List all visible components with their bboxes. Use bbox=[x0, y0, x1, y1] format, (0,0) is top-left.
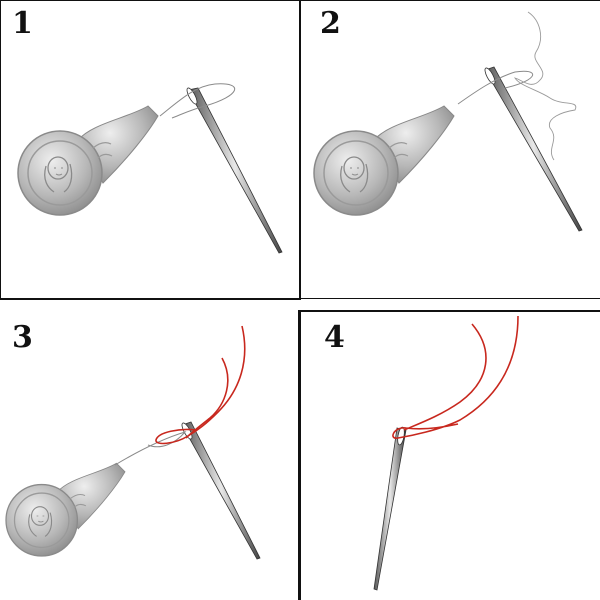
step-panel-3: 3 bbox=[0, 300, 300, 600]
step-number: 2 bbox=[320, 6, 341, 41]
needle-threader-icon bbox=[313, 105, 455, 216]
panel-border-left bbox=[300, 310, 301, 600]
needle-icon bbox=[484, 66, 583, 232]
needle-threader-icon bbox=[5, 462, 126, 557]
panel-border-right bbox=[299, 0, 300, 300]
step-panel-2: 2 bbox=[300, 0, 600, 300]
panel-border-top bbox=[0, 0, 300, 1]
thread-icon bbox=[403, 323, 487, 431]
needle-icon bbox=[181, 421, 261, 560]
panel-border-bottom bbox=[300, 298, 600, 299]
thread-icon bbox=[513, 11, 577, 161]
panel-border-right bbox=[298, 310, 300, 600]
threader-illustration bbox=[17, 83, 283, 254]
thread-icon bbox=[185, 357, 229, 439]
step-number: 4 bbox=[324, 320, 345, 355]
needle-threader-icon bbox=[17, 105, 159, 216]
step-number: 1 bbox=[12, 6, 33, 41]
wire-loop-icon bbox=[457, 70, 534, 105]
panel-border-top bbox=[300, 310, 600, 312]
panel-border-bottom bbox=[0, 298, 300, 300]
step-panel-4: 4 bbox=[300, 300, 600, 600]
wire-loop-icon bbox=[159, 83, 236, 119]
step-panel-1: 1 bbox=[0, 0, 300, 300]
step-number: 3 bbox=[12, 320, 33, 355]
wire-loop-icon bbox=[114, 431, 187, 466]
threader-illustration bbox=[5, 325, 261, 560]
threader-illustration bbox=[313, 11, 583, 232]
panel-border-left bbox=[300, 0, 301, 300]
needle-icon bbox=[373, 426, 407, 591]
panel-border-top bbox=[300, 0, 600, 1]
panel-border-left bbox=[0, 0, 1, 300]
needle-icon bbox=[186, 87, 283, 254]
threader-illustration bbox=[373, 315, 519, 591]
thread-icon bbox=[392, 315, 519, 439]
